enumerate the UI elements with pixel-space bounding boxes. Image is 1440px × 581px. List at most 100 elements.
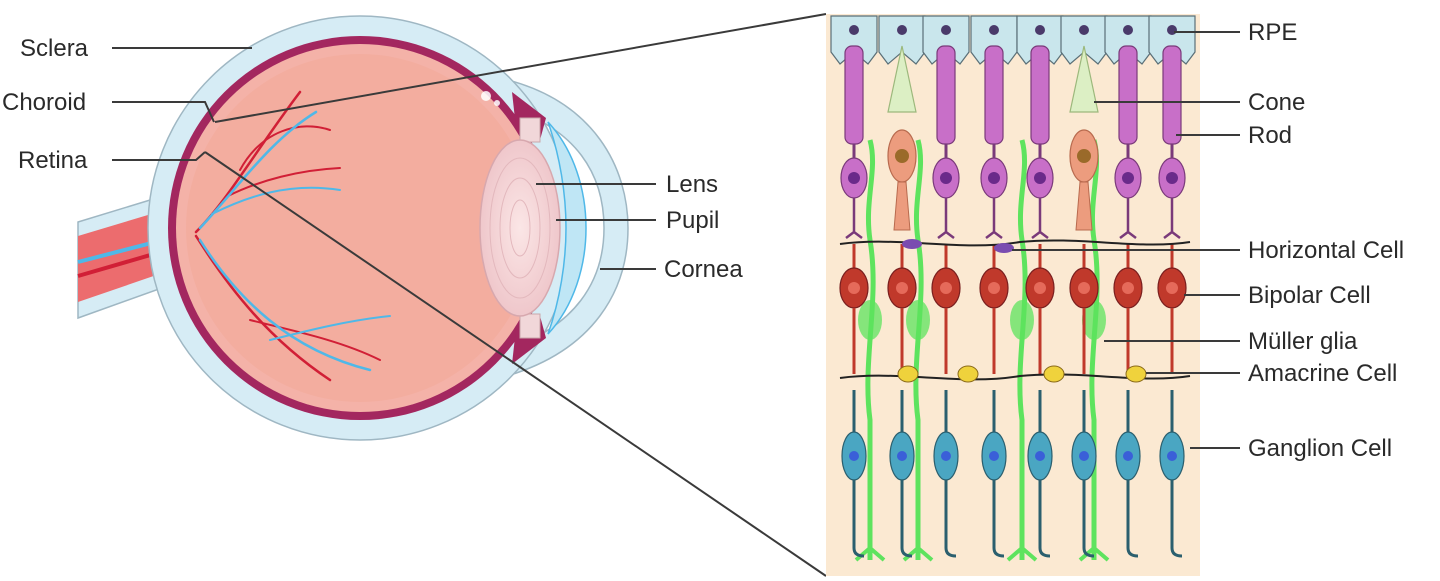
lens-label: Lens [666,171,718,198]
rod-synapse-4 [985,198,1003,239]
horizontal-cell-label: Horizontal Cell [1248,237,1404,264]
ganglion-axon-6 [1082,480,1095,558]
cone-nucleus-2 [895,149,909,163]
rpe-label: RPE [1248,19,1297,46]
muller-glia-body-3 [1010,300,1034,340]
ciliary-body-lower [519,313,541,339]
muller-glia-endfoot-4 [1078,545,1110,562]
rod-nucleus-3 [940,172,952,184]
bipolar-nucleus-1 [848,282,860,294]
rod-outer-segment-3 [936,45,956,145]
eye-cross-section [77,15,629,441]
cone-pedicle-2 [893,181,911,231]
retina-label: Retina [18,147,88,174]
ganglion-axon-2 [900,480,913,558]
retina-labels: RPE Cone Rod Horizontal Cell Bipolar Cel… [1012,19,1404,462]
amacrine-cell-body-3 [1043,365,1065,383]
ganglion-axon-5 [1038,480,1051,558]
ganglion-nucleus-8 [1167,451,1177,461]
horizontal-cell-body-1 [902,239,922,249]
cornea-label: Cornea [664,256,743,283]
rod-outer-segment-7 [1118,45,1138,145]
rod-synapse-3 [937,198,955,239]
rod-nucleus-1 [848,172,860,184]
rod-synapse-5 [1031,198,1049,239]
rpe-nucleus-7 [1123,25,1133,35]
muller-glia-label: Müller glia [1248,328,1358,355]
rpe-nucleus-6 [1079,25,1089,35]
amacrine-cell-label: Amacrine Cell [1248,360,1397,387]
bipolar-nucleus-6 [1078,282,1090,294]
cone-pedicle-6 [1075,181,1093,231]
ganglion-cell-label: Ganglion Cell [1248,435,1392,462]
ganglion-nucleus-5 [1035,451,1045,461]
rod-nucleus-4 [988,172,1000,184]
retina-leader [112,151,206,161]
rpe-nucleus-5 [1035,25,1045,35]
ganglion-nucleus-3 [941,451,951,461]
rpe-nucleus-2 [897,25,907,35]
rpe-nucleus-4 [989,25,999,35]
ganglion-nucleus-4 [989,451,999,461]
ganglion-axon-7 [1126,480,1139,558]
rpe-nucleus-3 [941,25,951,35]
muller-glia-body-1 [858,300,882,340]
rod-synapse-7 [1119,198,1137,239]
rod-nucleus-7 [1122,172,1134,184]
rod-label: Rod [1248,122,1292,149]
bipolar-nucleus-3 [940,282,952,294]
rpe-nucleus-1 [849,25,859,35]
muller-glia-body-2 [906,300,930,340]
amacrine-cell-body-4 [1125,365,1147,383]
ganglion-axon-3 [944,480,957,558]
ganglion-axon-4 [992,480,1005,558]
cone-nucleus-6 [1077,149,1091,163]
zoom-lines [204,13,827,577]
rod-outer-segment-5 [1030,45,1050,145]
muller-glia-cell-2 [913,139,924,560]
bipolar-nucleus-8 [1166,282,1178,294]
horizontal-cell-process [839,239,1191,247]
ganglion-axon-1 [852,480,865,558]
rod-outer-segment-8 [1162,45,1182,145]
ganglion-nucleus-7 [1123,451,1133,461]
ganglion-nucleus-1 [849,451,859,461]
muller-glia-cell-4 [1089,139,1100,560]
retina-detail [826,14,1200,576]
blood-vessels [194,90,391,382]
rpe-nucleus-8 [1167,25,1177,35]
horizontal-cell-body-2 [994,243,1014,253]
ganglion-axon-8 [1170,480,1183,558]
ganglion-nucleus-2 [897,451,907,461]
cone-label: Cone [1248,89,1305,116]
cone-outer-segment-2 [887,45,917,113]
rod-outer-segment-1 [844,45,864,145]
rod-outer-segment-4 [984,45,1004,145]
lens-shape [479,139,561,317]
retina-background [826,14,1200,576]
anterior-chamber [547,121,587,335]
muller-glia-cell-3 [1017,139,1028,560]
eye-labels: Sclera Choroid Retina Lens Pupil Cornea [2,35,743,283]
bipolar-nucleus-5 [1034,282,1046,294]
rod-nucleus-8 [1166,172,1178,184]
rod-nucleus-5 [1034,172,1046,184]
vitreous-body [186,54,534,402]
muller-glia-body-4 [1082,300,1106,340]
amacrine-cell-body-2 [957,365,979,383]
ganglion-nucleus-6 [1079,451,1089,461]
rod-synapse-8 [1163,198,1181,239]
cone-outer-segment-6 [1069,45,1099,113]
sclera-label: Sclera [20,35,89,62]
muller-glia-endfoot-3 [1006,545,1038,562]
choroid-leader [112,101,215,123]
pupil-label: Pupil [666,207,719,234]
choroid-label: Choroid [2,89,86,116]
ciliary-body-upper [519,117,541,143]
bipolar-nucleus-2 [896,282,908,294]
amacrine-cell-body-1 [897,365,919,383]
bipolar-nucleus-7 [1122,282,1134,294]
bipolar-nucleus-4 [988,282,1000,294]
bipolar-cell-label: Bipolar Cell [1248,282,1371,309]
